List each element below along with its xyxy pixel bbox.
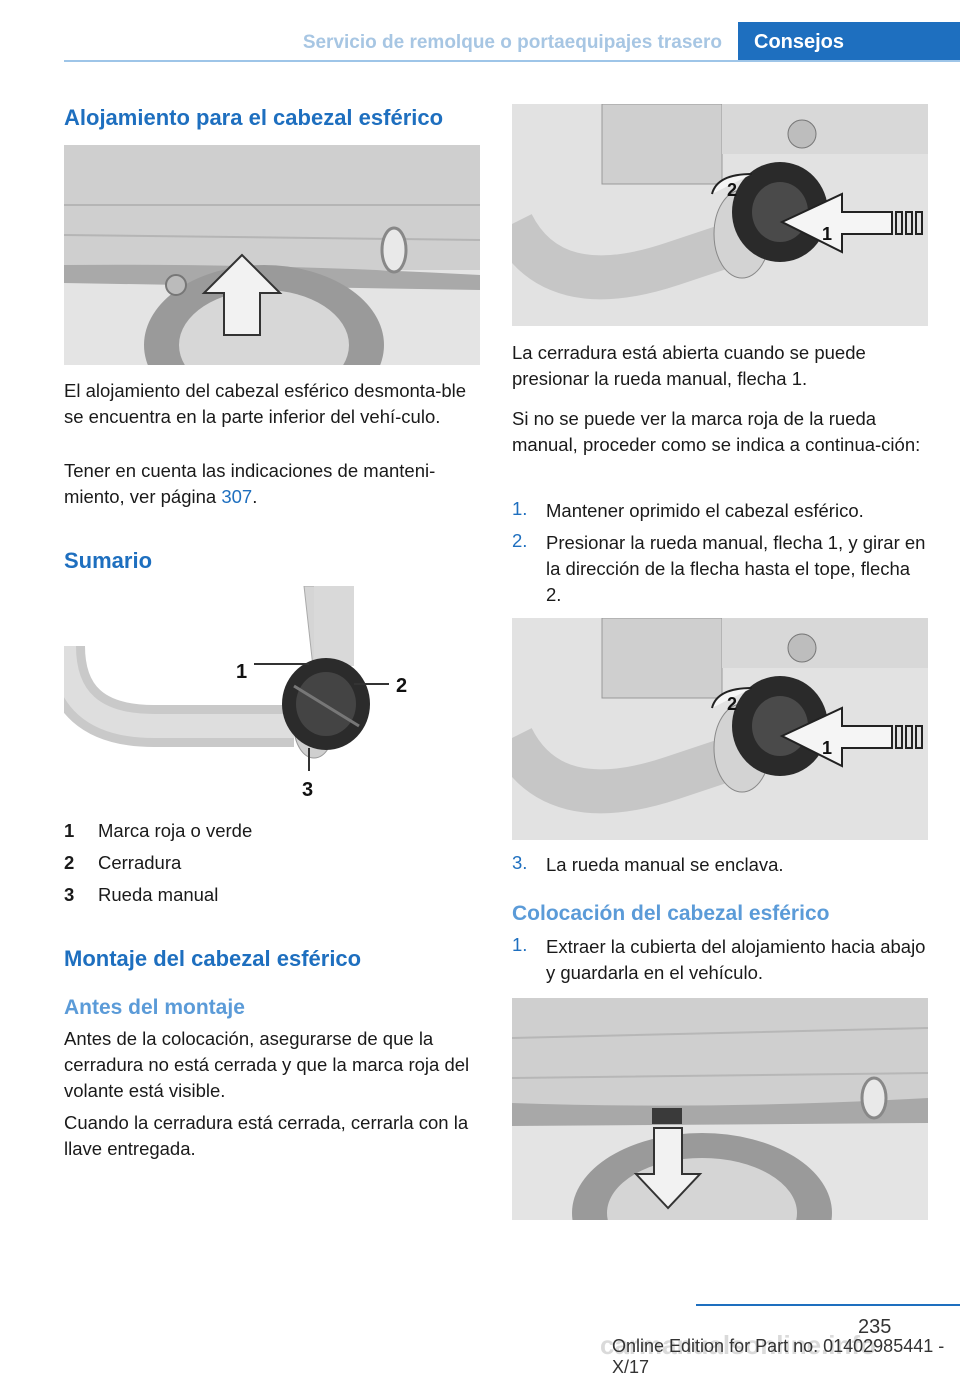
heading-placing: Colocación del cabezal esférico <box>512 902 830 925</box>
page-link-307[interactable]: 307 <box>221 486 253 507</box>
para-lock-open: La cerradura está abierta cuando se pued… <box>512 342 866 389</box>
footer-divider <box>696 1304 960 1306</box>
para-housing-maintenance: Tener en cuenta las indicaciones de mant… <box>64 458 480 510</box>
arrow-label-1b: 1 <box>822 738 832 758</box>
legend-text-2: Cerradura <box>98 852 182 873</box>
header-section-title: Servicio de remolque o portaequipajes tr… <box>302 32 722 53</box>
step-a1-number: 1. <box>512 498 528 519</box>
para-before-lock: Cuando la cerradura está cerrada, cerrar… <box>64 1112 469 1159</box>
legend-num-2: 2 <box>64 852 75 873</box>
step-a3-text: La rueda manual se enclava. <box>546 854 784 875</box>
callout-3: 3 <box>302 779 313 801</box>
arrow-label-2b: 2 <box>727 694 737 714</box>
watermark: carmanualsonline.info <box>600 1330 876 1360</box>
para-housing-location: El alojamiento del cabezal esférico desm… <box>64 380 467 427</box>
figure-unlock-arrow: 1 2 <box>512 104 928 326</box>
step-a2-text: Presionar la rueda manual, flecha 1, y g… <box>546 532 926 605</box>
page-number: 235 <box>858 1316 892 1338</box>
figure-housing-underbody <box>64 145 480 365</box>
header-divider <box>64 60 960 62</box>
step-b1-number: 1. <box>512 934 528 955</box>
arrow-label-2: 2 <box>727 180 737 200</box>
para-before-check: Antes de la colocación, asegurarse de qu… <box>64 1028 470 1101</box>
callout-1: 1 <box>236 661 247 683</box>
header-chapter-tab[interactable]: Consejos <box>738 22 960 62</box>
step-a2-number: 2. <box>512 530 528 551</box>
figure-turn-handwheel: 1 2 <box>512 618 928 840</box>
heading-housing: Alojamiento para el cabezal esférico <box>64 105 444 130</box>
legend-num-3: 3 <box>64 884 75 905</box>
figure-remove-cover <box>512 998 928 1220</box>
callout-2: 2 <box>396 675 407 697</box>
legend-num-1: 1 <box>64 820 75 841</box>
heading-before-mounting: Antes del montaje <box>64 996 245 1019</box>
figure-summary-ballhead: 1 2 3 <box>64 586 480 806</box>
legend-text-3: Rueda manual <box>98 884 219 905</box>
step-a1-text: Mantener oprimido el cabezal esférico. <box>546 500 864 521</box>
para-housing-maintenance-text: Tener en cuenta las indicaciones de mant… <box>64 460 436 507</box>
step-b1-text: Extraer la cubierta del alojamiento haci… <box>546 936 926 983</box>
step-a3-number: 3. <box>512 852 528 873</box>
heading-summary: Sumario <box>64 548 153 573</box>
footer-edition: Online Edition for Part no. 01402985441 … <box>612 1336 945 1377</box>
heading-mounting: Montaje del cabezal esférico <box>64 946 362 971</box>
legend-text-1: Marca roja o verde <box>98 820 253 841</box>
para-if-not-visible: Si no se puede ver la marca roja de la r… <box>512 408 921 455</box>
para-housing-maintenance-end: . <box>252 486 258 507</box>
arrow-label-1: 1 <box>822 224 832 244</box>
